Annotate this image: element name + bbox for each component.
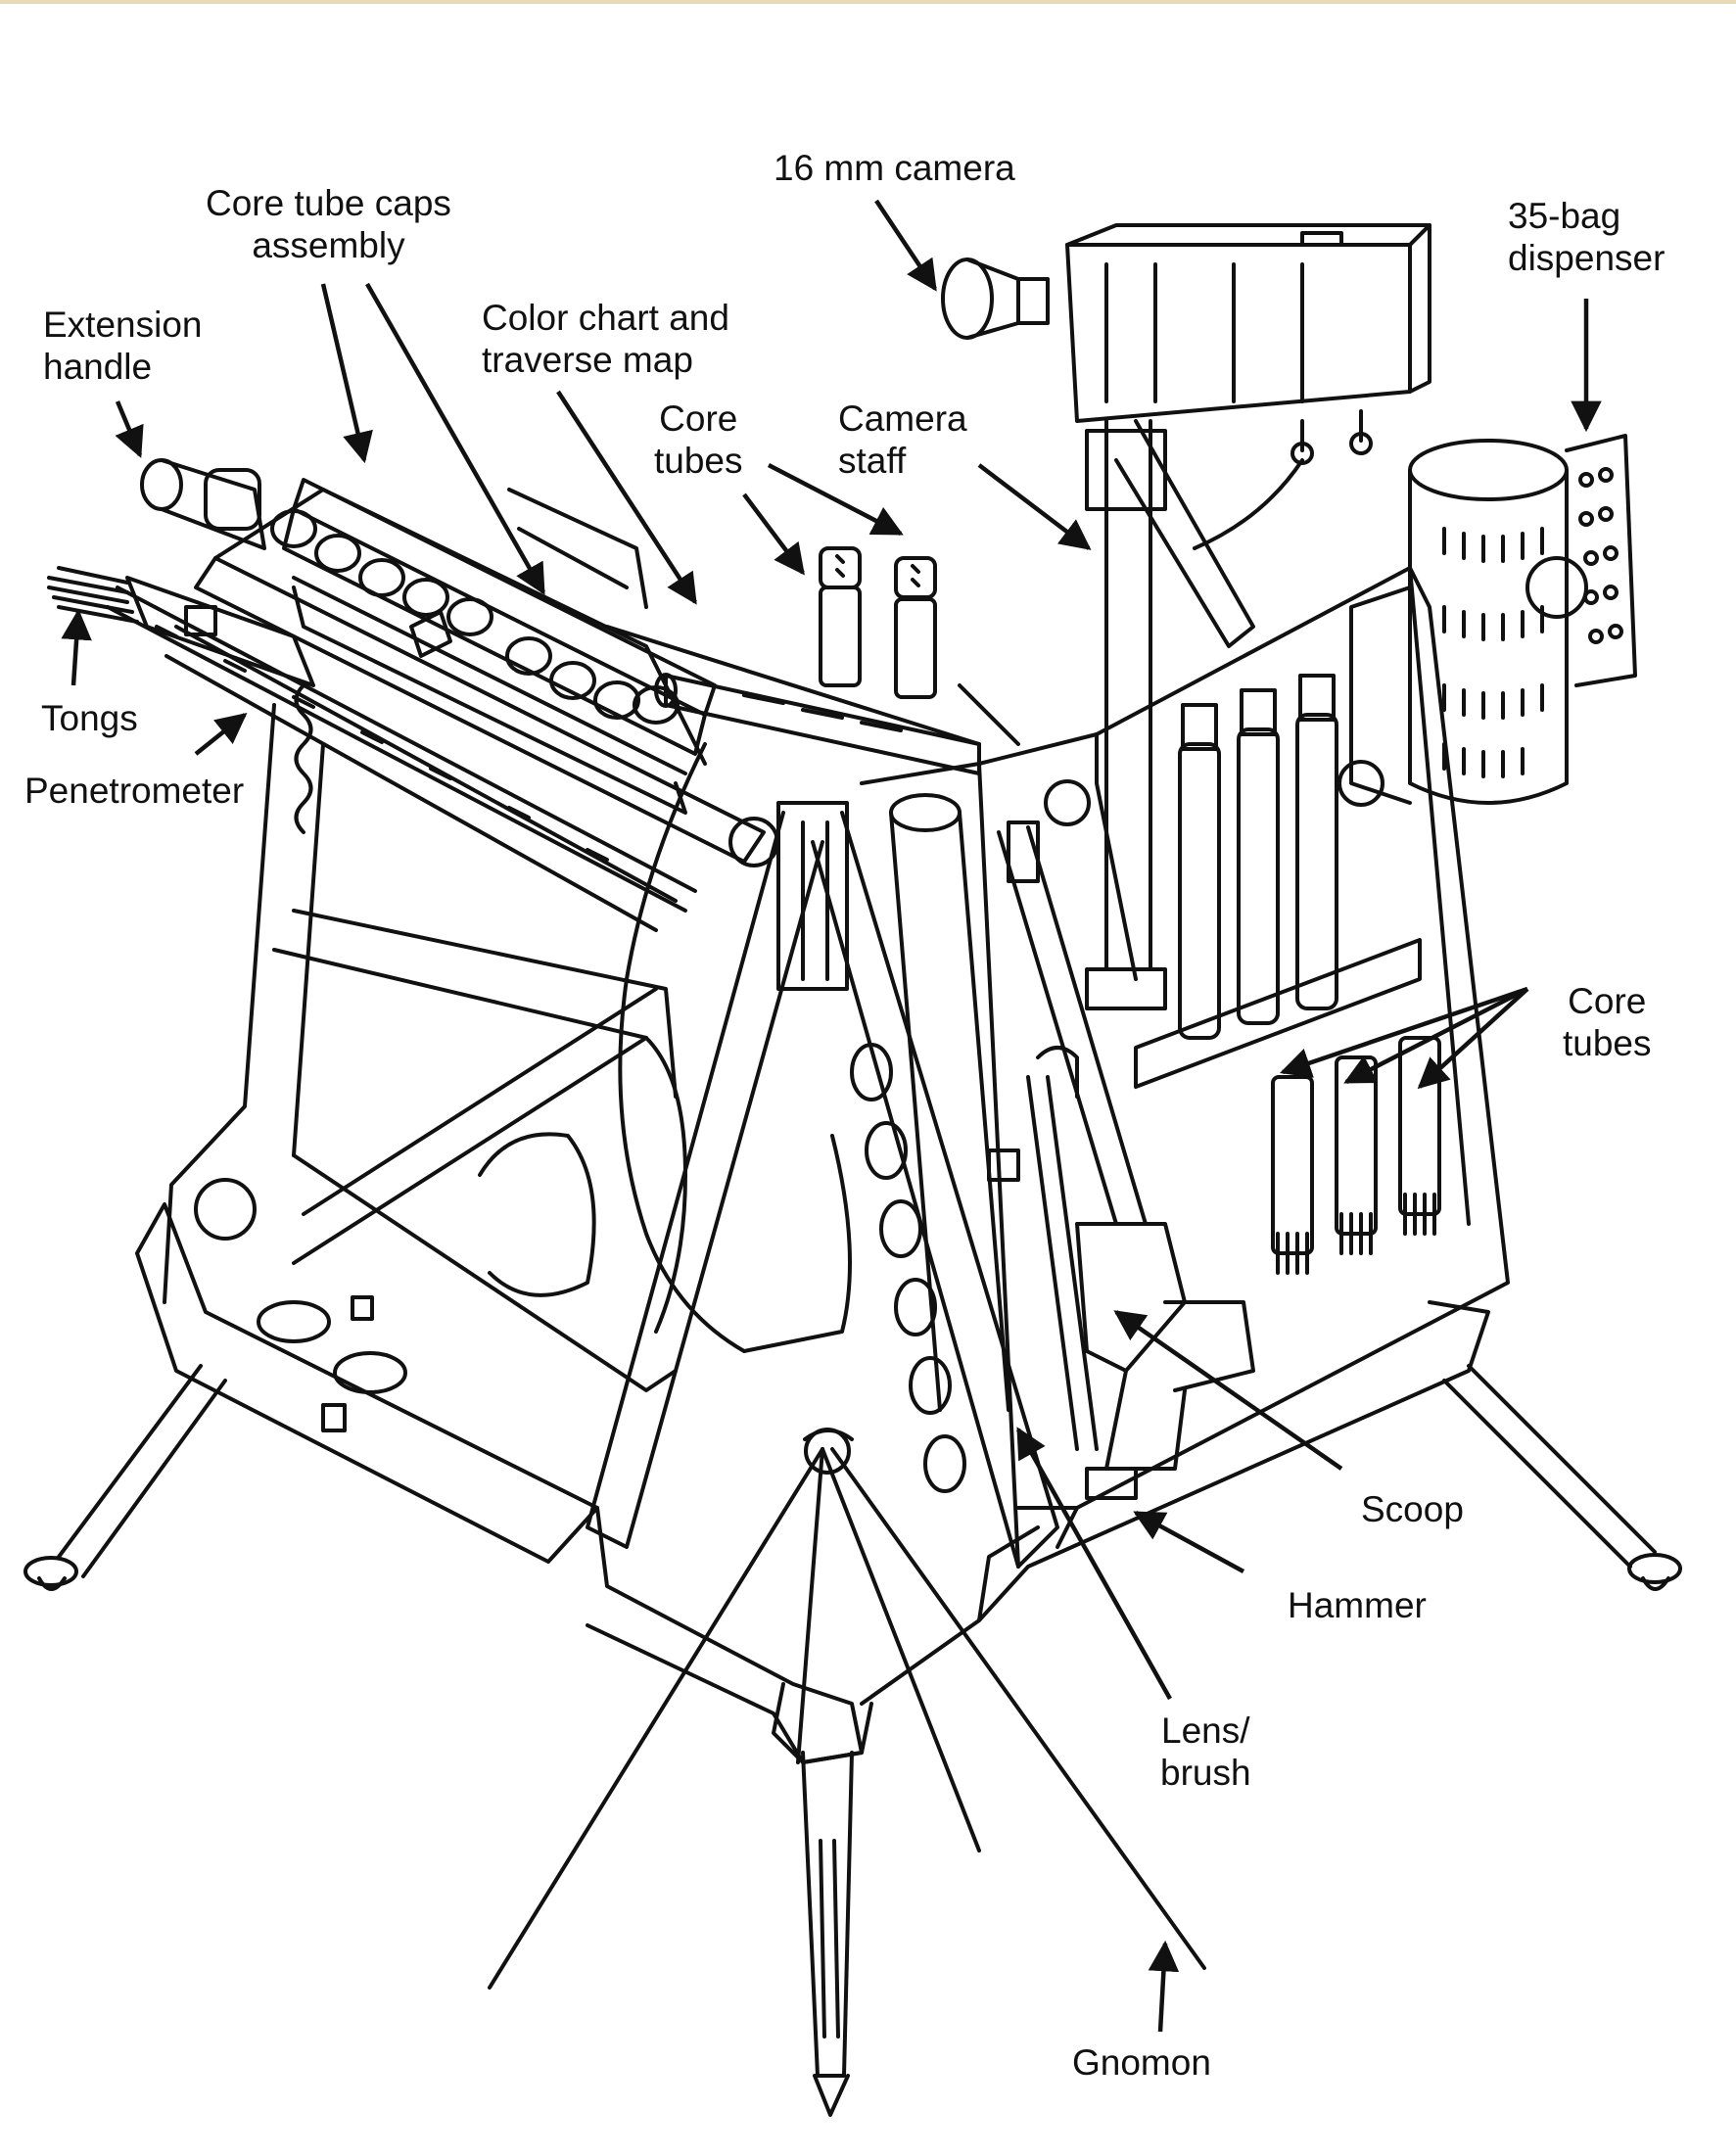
arrow-extension <box>115 400 144 458</box>
tripod-legs <box>23 1364 1682 2117</box>
arrow-gnomon <box>1148 1940 1180 2033</box>
arrow-coretubes-right-3 <box>1417 987 1529 1090</box>
bag-dispenser <box>1349 434 1637 805</box>
label-core-tubes-top-line2: tubes <box>654 441 743 481</box>
label-camera-staff-line2: staff <box>838 441 907 481</box>
label-camera-staff-line1: Camera <box>838 398 967 439</box>
label-scoop-line1: Scoop <box>1361 1489 1464 1529</box>
label-core-tube-caps-line1: Core tube caps <box>206 183 451 223</box>
label-extension-handle: Extension handle <box>43 304 203 388</box>
top-edge-strip <box>0 0 1736 4</box>
label-35-bag-dispenser-line1: 35-bag <box>1508 196 1621 236</box>
arrow-coretubes-top-1 <box>742 492 805 576</box>
label-gnomon: Gnomon <box>1072 2041 1211 2084</box>
arrow-camera <box>874 199 937 292</box>
arrow-camerastaff <box>977 463 1092 550</box>
label-gnomon-line1: Gnomon <box>1072 2042 1211 2083</box>
label-core-tubes-right: Core tubes <box>1563 980 1652 1064</box>
arrow-hammer <box>1133 1511 1245 1573</box>
base-frame <box>135 1202 1490 1990</box>
hand-tools <box>889 793 1255 1500</box>
arrow-lensbrush <box>1016 1427 1172 1701</box>
color-chart-frame <box>507 488 1020 746</box>
label-16mm-camera-line1: 16 mm camera <box>774 148 1015 188</box>
label-color-chart: Color chart and traverse map <box>482 297 729 381</box>
core-tube-bar <box>654 546 981 775</box>
label-lens-brush: Lens/ brush <box>1160 1710 1251 1794</box>
arrow-tongs <box>61 608 92 686</box>
leader-arrows <box>61 199 1602 2033</box>
label-extension-handle-line2: handle <box>43 347 153 387</box>
label-core-tubes-right-line1: Core <box>1568 981 1647 1021</box>
label-tongs: Tongs <box>41 697 138 739</box>
arrow-coretubes-right-2 <box>1343 986 1529 1085</box>
label-lens-brush-line1: Lens/ <box>1161 1711 1250 1751</box>
label-35-bag-dispenser: 35-bag dispenser <box>1508 195 1665 279</box>
label-lens-brush-line2: brush <box>1160 1753 1251 1793</box>
arrow-penetrometer <box>194 713 248 756</box>
arrow-caps-2 <box>365 282 545 595</box>
label-core-tubes-top-line1: Core <box>659 398 738 439</box>
carrier-frame <box>163 566 1510 1569</box>
label-core-tube-caps-line2: assembly <box>252 225 405 265</box>
label-tongs-line1: Tongs <box>41 698 138 738</box>
label-color-chart-line1: Color chart and <box>482 298 729 338</box>
label-penetrometer-line1: Penetrometer <box>24 771 245 811</box>
label-color-chart-line2: traverse map <box>482 340 693 380</box>
label-16mm-camera: 16 mm camera <box>774 147 1015 189</box>
core-tube-caps <box>270 478 717 756</box>
label-scoop: Scoop <box>1361 1488 1464 1530</box>
label-35-bag-dispenser-line2: dispenser <box>1508 238 1666 278</box>
arrow-coretubes-top-2 <box>767 463 904 536</box>
label-core-tubes-right-line2: tubes <box>1563 1023 1652 1063</box>
label-hammer-line1: Hammer <box>1288 1585 1427 1625</box>
label-core-tube-caps: Core tube caps assembly <box>206 182 451 266</box>
arrow-coretubes-right-1 <box>1280 986 1528 1078</box>
label-hammer: Hammer <box>1288 1584 1427 1626</box>
arrow-scoop <box>1113 1310 1343 1471</box>
camera-assembly <box>941 223 1431 1010</box>
arrow-caps-1 <box>320 283 373 464</box>
label-penetrometer: Penetrometer <box>24 770 244 812</box>
arrow-colorchart <box>556 390 697 605</box>
label-camera-staff: Camera staff <box>838 398 967 482</box>
label-core-tubes-top: Core tubes <box>654 398 743 482</box>
core-tube-rack <box>1134 674 1441 1275</box>
label-extension-handle-line1: Extension <box>43 305 203 345</box>
